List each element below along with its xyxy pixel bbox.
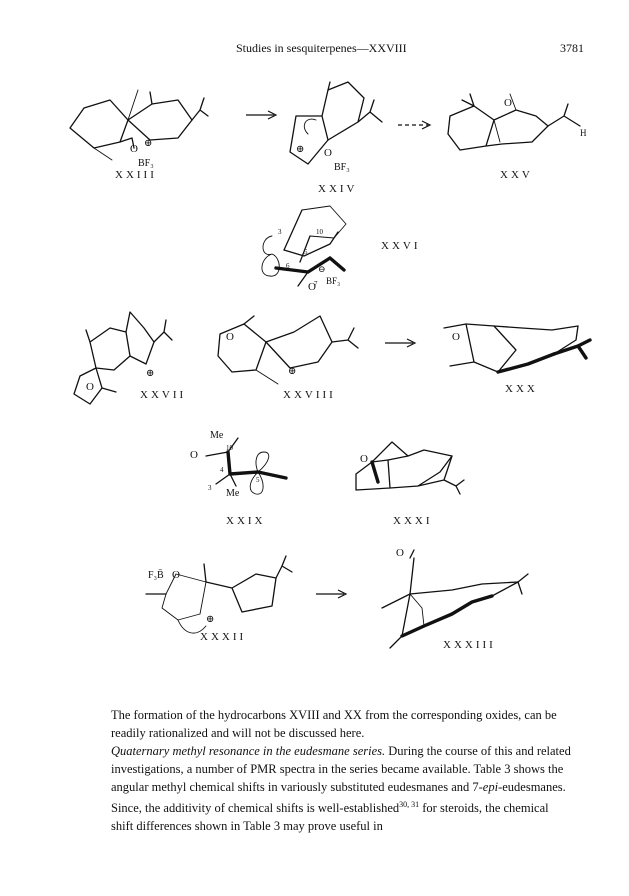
svg-text:O: O xyxy=(190,449,198,461)
svg-text:Me: Me xyxy=(226,488,240,499)
label-xxxi: XXXI xyxy=(393,515,433,527)
svg-text:⊕: ⊕ xyxy=(296,144,304,155)
svg-text:⊕: ⊕ xyxy=(206,614,214,625)
svg-text:6: 6 xyxy=(286,262,290,270)
page-number: 3781 xyxy=(560,41,584,55)
svg-text:10: 10 xyxy=(226,444,234,452)
structure-xxx: O xyxy=(443,323,592,374)
svg-text:⊕: ⊕ xyxy=(144,138,152,149)
paragraph-text-a: During the course of this and related in… xyxy=(111,744,571,794)
reaction-arrow xyxy=(385,338,417,348)
svg-text:⊖: ⊖ xyxy=(318,264,326,274)
svg-text:O: O xyxy=(360,453,368,465)
svg-text:H: H xyxy=(580,128,587,138)
reaction-arrow-dashed xyxy=(398,120,432,130)
label-xxx: XXX xyxy=(505,383,538,395)
svg-text:O: O xyxy=(452,331,460,343)
svg-text:O: O xyxy=(130,143,138,155)
reaction-arrow xyxy=(316,589,348,599)
svg-text:5: 5 xyxy=(304,248,308,256)
label-xxiii: XXIII xyxy=(115,169,157,181)
svg-text:O: O xyxy=(504,97,512,109)
label-xxvii: XXVII xyxy=(140,389,187,401)
svg-text:⊕: ⊕ xyxy=(146,368,154,379)
svg-text:O: O xyxy=(396,547,404,559)
label-xxviii: XXVIII xyxy=(283,389,336,401)
svg-text:O: O xyxy=(308,281,316,293)
svg-text:10: 10 xyxy=(316,228,324,236)
running-title: Studies in sesquiterpenes—XXVIII xyxy=(236,41,407,55)
structure-xxv: O H xyxy=(447,93,587,151)
paragraph-text-c: for steroids, the chemical shift differe… xyxy=(111,801,549,834)
svg-text:F₃B̄: F₃B̄ xyxy=(148,569,164,581)
label-xxix: XXIX xyxy=(226,515,266,527)
label-xxv: XXV xyxy=(500,169,533,181)
label-xxxii: XXXII xyxy=(200,631,247,643)
reaction-arrow xyxy=(246,110,278,120)
svg-text:O: O xyxy=(86,381,94,393)
reference-superscript: 30, 31 xyxy=(399,800,420,809)
svg-text:O: O xyxy=(226,331,234,343)
paragraph-quaternary-methyl: Quaternary methyl resonance in the eudes… xyxy=(111,742,572,835)
structure-xxvii: O ⊕ xyxy=(73,311,173,405)
svg-text:O: O xyxy=(324,147,332,159)
svg-text:5: 5 xyxy=(256,476,260,484)
svg-text:3: 3 xyxy=(278,228,282,236)
section-heading-inline: Quaternary methyl resonance in the eudes… xyxy=(111,744,386,758)
svg-text:7: 7 xyxy=(314,280,318,288)
structure-xxxii: F₃B̄ O ⊕ xyxy=(145,555,293,634)
svg-text:BF₃: BF₃ xyxy=(326,276,340,286)
structure-xxvi: 3 10 5 6 7 ⊖ O BF₃ xyxy=(261,205,347,293)
svg-text:BF₃: BF₃ xyxy=(138,158,154,169)
structure-xxiv: ⊕ O BF₃ xyxy=(289,81,383,173)
epi-italic: epi xyxy=(482,780,499,794)
label-xxxiii: XXXIII xyxy=(443,639,496,651)
svg-text:Me: Me xyxy=(210,430,224,441)
paragraph-hydrocarbons: The formation of the hydrocarbons XVIII … xyxy=(111,708,557,740)
svg-text:O: O xyxy=(172,569,180,581)
structure-xxxi: O xyxy=(355,441,465,495)
label-xxvi: XXVI xyxy=(381,240,421,252)
structure-xxix: Me O 10 4 5 3 Me xyxy=(190,430,288,499)
structure-xxxiii: O xyxy=(381,547,529,649)
structure-xxiii: O ⊕ BF₃ xyxy=(69,89,209,169)
paragraph-text-b: -eudesmanes. Since, the additivity of ch… xyxy=(111,780,566,816)
label-xxiv: XXIV xyxy=(318,183,358,195)
svg-text:⊕: ⊕ xyxy=(288,366,296,377)
structure-xxviii: O ⊕ xyxy=(217,315,359,385)
svg-text:BF₃: BF₃ xyxy=(334,162,350,173)
svg-text:4: 4 xyxy=(220,466,224,474)
svg-text:3: 3 xyxy=(208,484,212,492)
